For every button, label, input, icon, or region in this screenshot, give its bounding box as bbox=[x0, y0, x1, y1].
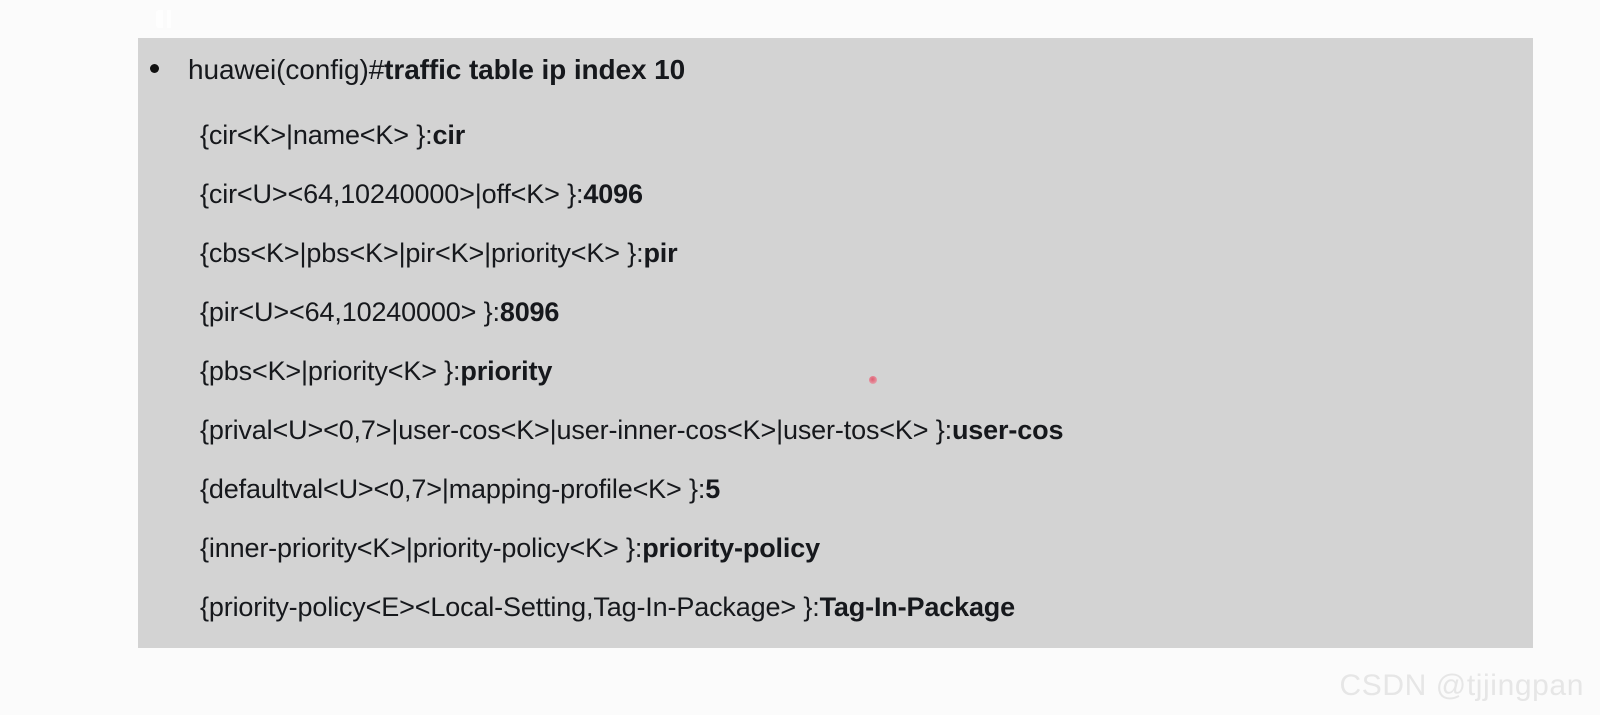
parameter-prompt: {defaultval<U><0,7>|mapping-profile<K> }… bbox=[200, 474, 706, 504]
bullet-point-icon bbox=[150, 64, 159, 73]
command-bullet-line: huawei(config)#traffic table ip index 10 bbox=[150, 54, 685, 86]
parameter-prompt: {prival<U><0,7>|user-cos<K>|user-inner-c… bbox=[200, 415, 952, 445]
parameter-value: 8096 bbox=[499, 297, 560, 327]
parameter-value: user-cos bbox=[951, 415, 1064, 445]
parameter-value: 4096 bbox=[583, 179, 643, 209]
parameter-value: cir bbox=[432, 120, 466, 150]
parameter-prompt: {pir<U><64,10240000> }: bbox=[200, 297, 500, 327]
parameter-value: priority bbox=[460, 356, 553, 386]
top-edge-artifact bbox=[156, 10, 178, 28]
parameter-line: {defaultval<U><0,7>|mapping-profile<K> }… bbox=[200, 468, 1063, 527]
parameter-prompt: {pbs<K>|priority<K> }: bbox=[200, 356, 461, 386]
parameter-prompt: {cir<U><64,10240000>|off<K> }: bbox=[200, 179, 584, 209]
cli-prompt: huawei(config)# bbox=[188, 54, 385, 85]
parameter-value: priority-policy bbox=[642, 533, 820, 563]
parameter-line: {prival<U><0,7>|user-cos<K>|user-inner-c… bbox=[200, 409, 1063, 468]
cli-command-text: traffic table ip index 10 bbox=[384, 54, 686, 85]
parameter-line: {cbs<K>|pbs<K>|pir<K>|priority<K> }:pir bbox=[200, 232, 1063, 291]
cli-command-line: huawei(config)#traffic table ip index 10 bbox=[188, 54, 685, 86]
parameter-prompt-list: {cir<K>|name<K> }:cir {cir<U><64,1024000… bbox=[200, 114, 1063, 645]
red-speck-artifact bbox=[869, 376, 877, 384]
parameter-line: {pir<U><64,10240000> }:8096 bbox=[200, 291, 1063, 350]
parameter-line: {inner-priority<K>|priority-policy<K> }:… bbox=[200, 527, 1063, 586]
parameter-line: {cir<U><64,10240000>|off<K> }:4096 bbox=[200, 173, 1063, 232]
parameter-prompt: {priority-policy<E><Local-Setting,Tag-In… bbox=[200, 592, 820, 622]
parameter-line: {cir<K>|name<K> }:cir bbox=[200, 114, 1063, 173]
parameter-line: {priority-policy<E><Local-Setting,Tag-In… bbox=[200, 586, 1063, 645]
parameter-value: 5 bbox=[705, 474, 721, 504]
slide-content-panel: huawei(config)#traffic table ip index 10… bbox=[138, 38, 1533, 648]
csdn-watermark: CSDN @tjjingpan bbox=[1339, 669, 1584, 702]
parameter-value: pir bbox=[643, 238, 678, 268]
parameter-prompt: {inner-priority<K>|priority-policy<K> }: bbox=[200, 533, 643, 563]
parameter-value: Tag-In-Package bbox=[819, 592, 1016, 622]
parameter-prompt: {cir<K>|name<K> }: bbox=[200, 120, 433, 150]
parameter-line: {pbs<K>|priority<K> }:priority bbox=[200, 350, 1063, 409]
parameter-prompt: {cbs<K>|pbs<K>|pir<K>|priority<K> }: bbox=[200, 238, 644, 268]
